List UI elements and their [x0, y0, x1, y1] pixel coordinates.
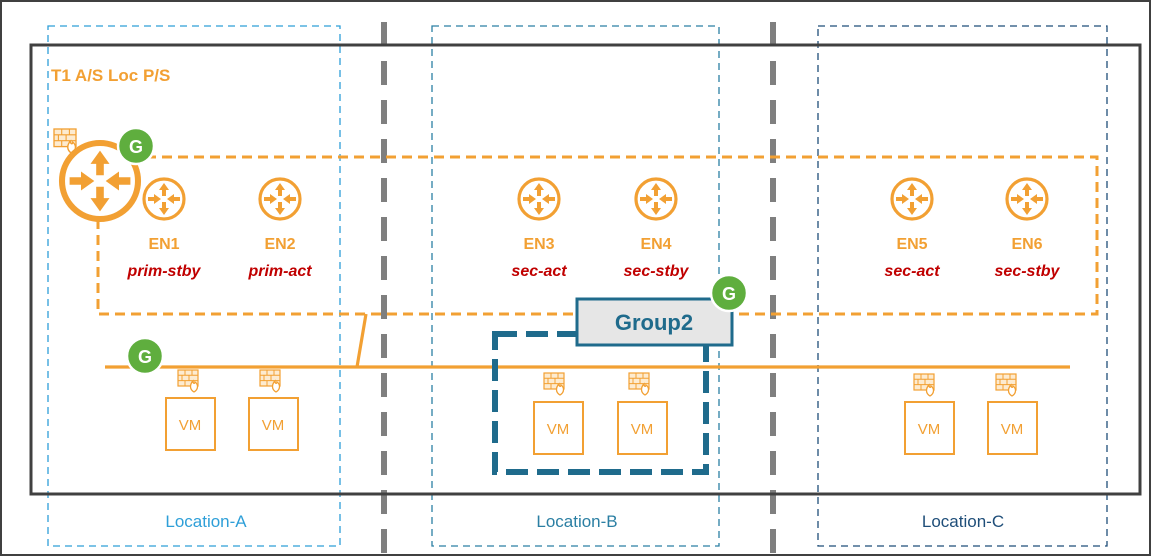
location-label: Location-C [922, 512, 1004, 531]
edge-router-icon [142, 177, 186, 221]
gateway-badge: G [116, 126, 156, 166]
location-a-region [47, 25, 341, 547]
vm-label: VM [631, 421, 654, 438]
vm-label: VM [1001, 421, 1024, 438]
gateway-badge: G [709, 273, 749, 313]
t1-gateway-boundary [29, 43, 1142, 496]
edge-node-role: prim-act [247, 263, 312, 280]
edge-router-icon [1005, 177, 1049, 221]
svg-text:G: G [722, 284, 736, 304]
group2-label-box [575, 297, 734, 347]
edge-node-name: EN2 [264, 236, 295, 253]
vm-row: VM VM VM VM VM VM [165, 369, 1038, 455]
edge-router-icon [517, 177, 561, 221]
vm-box [617, 401, 668, 455]
sr-to-segment-link [355, 313, 368, 368]
vm-box [987, 401, 1038, 455]
location-label: Location-A [165, 512, 247, 531]
edge-router-icon [258, 177, 302, 221]
vm-label: VM [262, 417, 285, 434]
edge-node-role: sec-stby [624, 263, 690, 280]
edge-node-name: EN1 [148, 236, 179, 253]
edge-node-role: prim-stby [127, 263, 202, 280]
svg-text:G: G [138, 347, 152, 367]
edge-node-name: EN4 [640, 236, 671, 253]
edge-node-name: EN5 [896, 236, 927, 253]
vm-box [533, 401, 584, 455]
edge-router-icon [634, 177, 678, 221]
location-c-region [817, 25, 1108, 547]
edge-node-name: EN6 [1011, 236, 1042, 253]
edge-node-name: EN3 [523, 236, 554, 253]
vm-label: VM [179, 417, 202, 434]
svg-text:G: G [129, 137, 143, 157]
group2-label: Group2 [615, 310, 693, 335]
vm-label: VM [547, 421, 570, 438]
edge-node-role: sec-act [884, 263, 940, 280]
vm-box [165, 397, 216, 451]
location-label: Location-B [536, 512, 617, 531]
edge-router-icon [890, 177, 934, 221]
vm-label: VM [918, 421, 941, 438]
edge-node-role: sec-stby [995, 263, 1061, 280]
t1-title: T1 A/S Loc P/S [51, 66, 170, 85]
gateway-badge: G [125, 336, 165, 376]
vm-box [248, 397, 299, 451]
edge-node-role: sec-act [511, 263, 567, 280]
vm-box [904, 401, 955, 455]
